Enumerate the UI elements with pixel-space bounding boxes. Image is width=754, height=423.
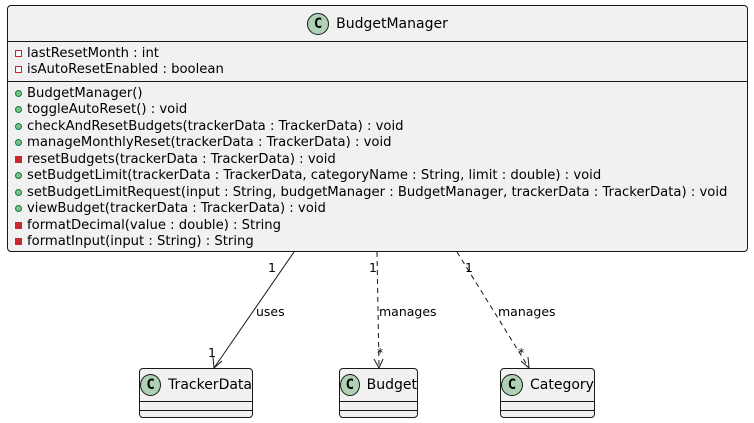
uses-target-multiplicity: 1 bbox=[208, 345, 216, 360]
private-field-icon bbox=[15, 49, 22, 57]
tracker-data-class[interactable]: C TrackerData bbox=[139, 368, 253, 418]
manages-category-source-multiplicity: 1 bbox=[465, 260, 473, 275]
class-header: C Category bbox=[501, 369, 594, 401]
class-header: C BudgetManager bbox=[8, 6, 747, 41]
method-row: setBudgetLimitRequest(input : String, bu… bbox=[8, 184, 747, 201]
private-method-icon bbox=[15, 155, 22, 163]
method-row: formatDecimal(value : double) : String bbox=[8, 217, 747, 234]
class-header: C Budget bbox=[340, 369, 417, 401]
field-text: lastResetMonth : int bbox=[27, 45, 159, 61]
budget-manager-class[interactable]: C BudgetManager lastResetMonth : int isA… bbox=[7, 5, 748, 252]
methods-compartment: BudgetManager() toggleAutoReset() : void… bbox=[8, 81, 747, 250]
method-text: resetBudgets(trackerData : TrackerData) … bbox=[27, 151, 336, 167]
fields-compartment: lastResetMonth : int isAutoResetEnabled … bbox=[8, 41, 747, 81]
method-row: viewBudget(trackerData : TrackerData) : … bbox=[8, 201, 747, 218]
method-text: checkAndResetBudgets(trackerData : Track… bbox=[27, 118, 404, 134]
private-method-icon bbox=[15, 221, 22, 229]
method-text: setBudgetLimitRequest(input : String, bu… bbox=[27, 184, 728, 200]
public-method-icon bbox=[15, 139, 22, 147]
uses-relation-line bbox=[213, 251, 295, 369]
class-header: C TrackerData bbox=[140, 369, 252, 401]
manages-budget-target-multiplicity: * bbox=[377, 345, 384, 360]
method-text: formatInput(input : String) : String bbox=[27, 234, 254, 250]
public-method-icon bbox=[15, 122, 22, 130]
method-text: setBudgetLimit(trackerData : TrackerData… bbox=[27, 168, 602, 184]
class-c-icon: C bbox=[501, 374, 524, 396]
methods-compartment bbox=[140, 410, 252, 419]
method-text: formatDecimal(value : double) : String bbox=[27, 217, 282, 233]
field-text: isAutoResetEnabled : boolean bbox=[27, 62, 224, 78]
uses-label: uses bbox=[256, 304, 285, 319]
method-row: checkAndResetBudgets(trackerData : Track… bbox=[8, 118, 747, 135]
public-method-icon bbox=[15, 188, 22, 196]
class-name: TrackerData bbox=[168, 377, 252, 393]
method-row: setBudgetLimit(trackerData : TrackerData… bbox=[8, 168, 747, 185]
method-row: resetBudgets(trackerData : TrackerData) … bbox=[8, 151, 747, 168]
public-method-icon bbox=[15, 205, 22, 213]
method-row: BudgetManager() bbox=[8, 85, 747, 102]
method-text: manageMonthlyReset(trackerData : Tracker… bbox=[27, 135, 392, 151]
budget-class[interactable]: C Budget bbox=[339, 368, 418, 418]
manages-category-target-multiplicity: * bbox=[518, 345, 525, 360]
public-method-icon bbox=[15, 89, 22, 97]
fields-compartment bbox=[501, 401, 594, 410]
public-method-icon bbox=[15, 106, 22, 114]
private-field-icon bbox=[15, 66, 22, 74]
manages-category-label: manages bbox=[498, 304, 556, 319]
method-text: viewBudget(trackerData : TrackerData) : … bbox=[27, 201, 326, 217]
method-text: BudgetManager() bbox=[27, 85, 143, 101]
class-c-icon: C bbox=[140, 374, 162, 396]
field-row: lastResetMonth : int bbox=[8, 45, 747, 62]
method-row: toggleAutoReset() : void bbox=[8, 102, 747, 119]
class-name: BudgetManager bbox=[336, 15, 448, 32]
method-text: toggleAutoReset() : void bbox=[27, 102, 188, 118]
manages-budget-source-multiplicity: 1 bbox=[369, 260, 377, 275]
field-row: isAutoResetEnabled : boolean bbox=[8, 62, 747, 79]
fields-compartment bbox=[340, 401, 417, 410]
methods-compartment bbox=[501, 410, 594, 419]
manages-budget-relation-line bbox=[376, 251, 380, 369]
methods-compartment bbox=[340, 410, 417, 419]
private-method-icon bbox=[15, 238, 22, 246]
manages-category-relation-line bbox=[456, 251, 530, 369]
class-name: Category bbox=[530, 377, 594, 393]
class-name: Budget bbox=[366, 377, 417, 393]
manages-budget-label: manages bbox=[379, 304, 437, 319]
class-c-icon: C bbox=[307, 12, 330, 35]
class-c-icon: C bbox=[340, 374, 360, 396]
method-row: formatInput(input : String) : String bbox=[8, 234, 747, 251]
public-method-icon bbox=[15, 172, 22, 180]
category-class[interactable]: C Category bbox=[500, 368, 595, 418]
uses-source-multiplicity: 1 bbox=[268, 260, 276, 275]
method-row: manageMonthlyReset(trackerData : Tracker… bbox=[8, 135, 747, 152]
fields-compartment bbox=[140, 401, 252, 410]
